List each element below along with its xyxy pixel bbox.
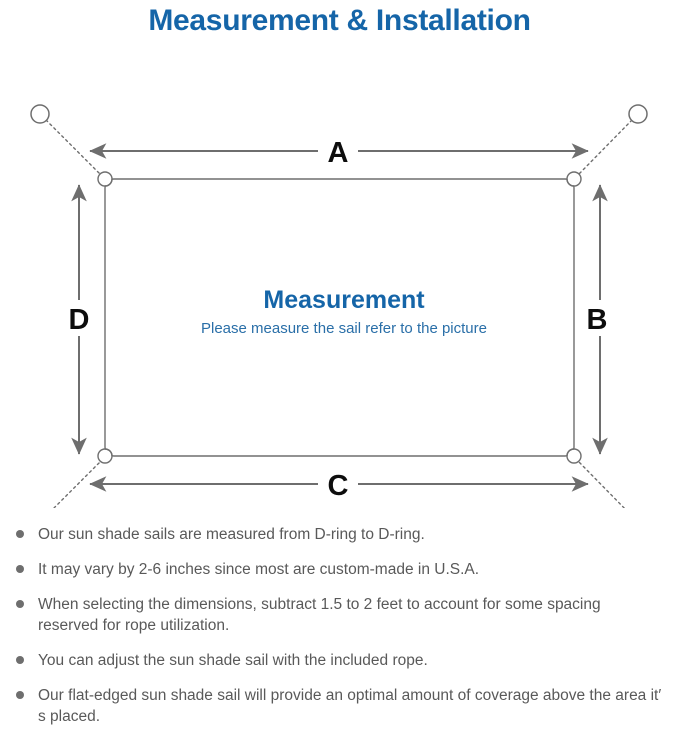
list-item: It may vary by 2-6 inches since most are… bbox=[14, 559, 665, 580]
bullet-icon bbox=[16, 691, 24, 699]
note-text: When selecting the dimensions, subtract … bbox=[38, 596, 601, 634]
anchor-top-right-icon bbox=[628, 104, 648, 124]
note-text: It may vary by 2-6 inches since most are… bbox=[38, 561, 480, 578]
rope-top-right bbox=[578, 119, 633, 175]
sail-body bbox=[104, 178, 575, 457]
sun-shade-sail-measurement-diagram: A C D B Measurement Please measure the s… bbox=[30, 104, 648, 508]
anchor-points bbox=[30, 104, 648, 124]
sail-heading: Measurement bbox=[263, 286, 425, 314]
bullet-icon bbox=[16, 656, 24, 664]
rope-top-left bbox=[45, 119, 101, 175]
diagram-container: A C D B Measurement Please measure the s… bbox=[0, 38, 679, 508]
dimension-b: B bbox=[587, 184, 608, 455]
bullet-icon bbox=[16, 565, 24, 573]
d-rings bbox=[97, 171, 582, 464]
dimension-d-label: D bbox=[69, 304, 90, 336]
anchor-top-left-icon bbox=[30, 104, 50, 124]
note-text: Our flat-edged sun shade sail will provi… bbox=[38, 687, 662, 725]
page-title: Measurement & Installation bbox=[148, 4, 531, 37]
dimension-c-label: C bbox=[328, 470, 349, 502]
list-item: When selecting the dimensions, subtract … bbox=[14, 594, 665, 636]
dimension-d: D bbox=[69, 184, 90, 455]
bullet-icon bbox=[16, 530, 24, 538]
list-item: Our sun shade sails are measured from D-… bbox=[14, 524, 665, 545]
note-text: You can adjust the sun shade sail with t… bbox=[38, 652, 428, 669]
rope-lines bbox=[45, 119, 633, 508]
rope-bottom-left bbox=[53, 461, 101, 508]
sail-subheading: Please measure the sail refer to the pic… bbox=[201, 320, 487, 337]
dimension-b-label: B bbox=[587, 304, 608, 336]
dimension-a: A bbox=[89, 137, 589, 169]
note-text: Our sun shade sails are measured from D-… bbox=[38, 526, 425, 543]
dimension-a-label: A bbox=[328, 137, 349, 169]
notes-list: Our sun shade sails are measured from D-… bbox=[0, 524, 679, 741]
dimension-c: C bbox=[89, 470, 589, 502]
bullet-icon bbox=[16, 600, 24, 608]
list-item: Our flat-edged sun shade sail will provi… bbox=[14, 685, 665, 727]
list-item: You can adjust the sun shade sail with t… bbox=[14, 650, 665, 671]
rope-bottom-right bbox=[578, 461, 626, 508]
